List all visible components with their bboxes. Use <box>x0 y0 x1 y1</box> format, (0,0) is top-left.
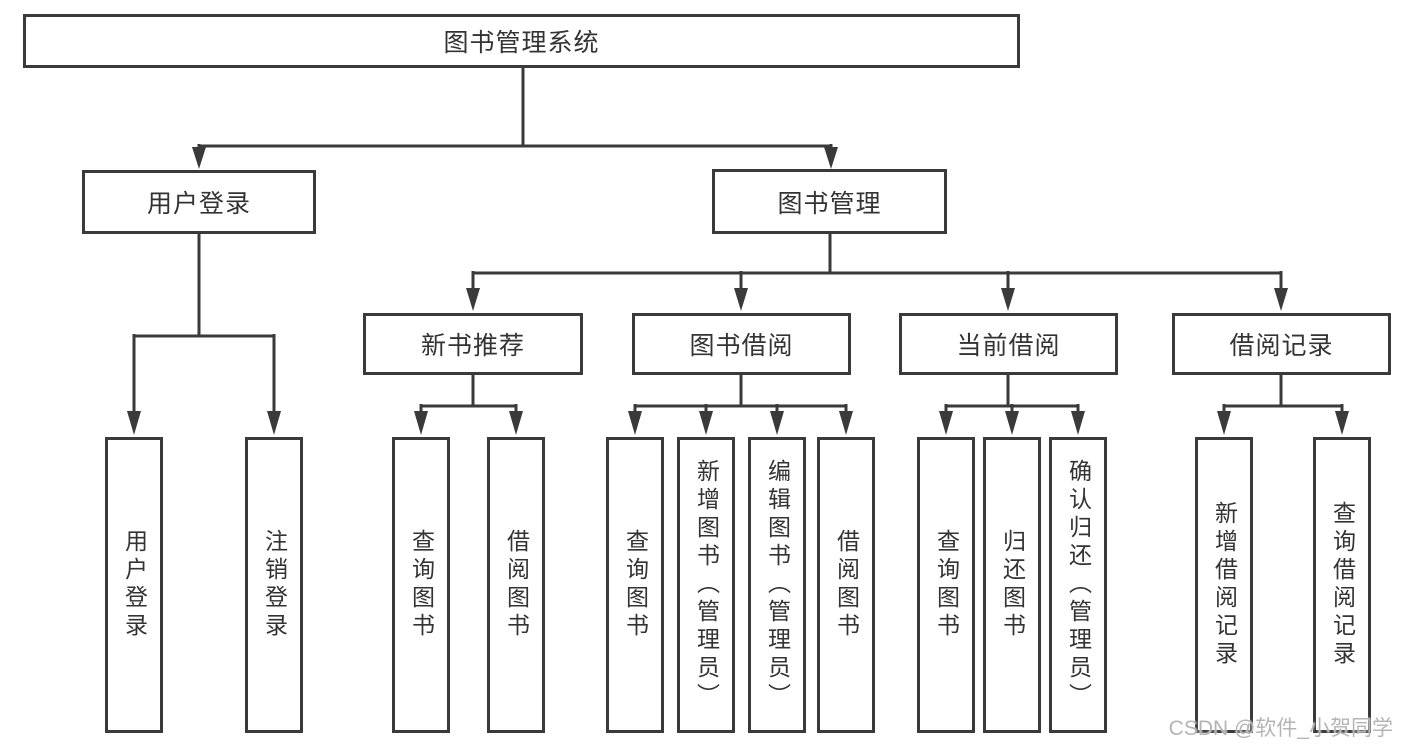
node-new-book-recommend: 新书推荐 <box>363 313 583 375</box>
node-label: 借阅图书 <box>833 529 860 641</box>
node-label: 新增借阅记录 <box>1211 501 1238 669</box>
node-label: 注销登录 <box>261 529 288 641</box>
leaf-records-query-record: 查询借阅记录 <box>1313 437 1371 733</box>
node-label: 新书推荐 <box>420 332 525 360</box>
leaf-current-confirm-return-admin: 确认归还（管理员） <box>1049 437 1107 733</box>
leaf-borrow-edit-books-admin: 编辑图书（管理员） <box>748 437 806 733</box>
leaf-borrow-add-books-admin: 新增图书（管理员） <box>677 437 735 733</box>
node-label: 用户登录 <box>146 190 251 218</box>
node-book-management: 图书管理 <box>712 169 947 234</box>
leaf-records-add-record: 新增借阅记录 <box>1195 437 1253 733</box>
node-user-login: 用户登录 <box>82 170 316 234</box>
node-label: 编辑图书（管理员） <box>764 459 791 711</box>
leaf-rec-query-books: 查询图书 <box>392 437 450 733</box>
node-book-borrowing: 图书借阅 <box>632 313 851 375</box>
node-label: 归还图书 <box>999 529 1026 641</box>
node-borrow-records: 借阅记录 <box>1172 313 1391 375</box>
node-label: 查询图书 <box>408 529 435 641</box>
leaf-user-login: 用户登录 <box>105 437 163 733</box>
node-label: 确认归还（管理员） <box>1065 459 1092 711</box>
node-label: 当前借阅 <box>956 332 1061 360</box>
connector-user-login <box>127 234 281 435</box>
connector-book-borrow <box>628 375 853 435</box>
leaf-borrow-query-books: 查询图书 <box>606 437 664 733</box>
node-label: 查询图书 <box>933 529 960 641</box>
node-label: 借阅图书 <box>503 529 530 641</box>
leaf-current-return-books: 归还图书 <box>983 437 1041 733</box>
node-current-borrowing: 当前借阅 <box>899 313 1118 375</box>
node-library-system-root: 图书管理系统 <box>23 14 1020 68</box>
node-label: 图书借阅 <box>689 332 794 360</box>
connector-root <box>192 68 838 169</box>
node-label: 查询借阅记录 <box>1329 501 1356 669</box>
leaf-borrow-lend-books: 借阅图书 <box>817 437 875 733</box>
connector-borrow-records <box>1217 375 1349 435</box>
leaf-current-query-books: 查询图书 <box>917 437 975 733</box>
connector-current-borrow <box>939 375 1085 435</box>
node-label: 图书管理系统 <box>443 29 600 57</box>
node-label: 查询图书 <box>622 529 649 641</box>
node-label: 用户登录 <box>121 529 148 641</box>
watermark: CSDN @软件_小贺同学 <box>1168 717 1393 740</box>
leaf-logout: 注销登录 <box>245 437 303 733</box>
connector-new-book-rec <box>414 375 523 435</box>
node-label: 图书管理 <box>777 189 882 218</box>
leaf-rec-borrow-books: 借阅图书 <box>487 437 545 733</box>
node-label: 新增图书（管理员） <box>693 459 720 711</box>
connector-book-mgmt <box>466 234 1288 311</box>
node-label: 借阅记录 <box>1229 332 1334 360</box>
